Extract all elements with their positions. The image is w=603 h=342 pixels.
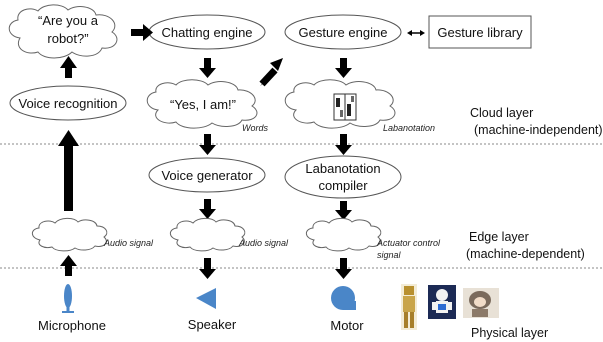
- microphone-icon: [62, 284, 74, 313]
- speaker-audio-signal-annotation: Audio signal: [238, 238, 289, 248]
- mic-audio-signal-annotation: Audio signal: [103, 238, 154, 248]
- chat-to-answer-arrow: [199, 58, 216, 78]
- robot-photo-2: [428, 285, 456, 319]
- words-annotation: Words: [242, 123, 269, 133]
- actuator-annotation-line2: signal: [377, 250, 402, 260]
- physical-layer-label: Physical layer: [471, 326, 548, 340]
- gesture-library-node: Gesture library: [428, 15, 532, 49]
- engine-library-double-arrow: [407, 30, 425, 36]
- labanotation-compiler-node: Labanotation compiler: [284, 155, 402, 199]
- voice-recognition-node: Voice recognition: [9, 85, 127, 121]
- labanotation-annotation: Labanotation: [383, 123, 435, 133]
- speaker-audio-cloud: [169, 217, 246, 252]
- answer-cloud: “Yes, I am!”: [146, 79, 258, 129]
- labanotation-cloud: [284, 79, 396, 129]
- robot-photo-1: [401, 284, 417, 330]
- speaker-icon: [196, 288, 216, 309]
- edge-layer-title: Edge layer: [469, 230, 529, 244]
- motor-icon: [331, 286, 356, 310]
- robot-photo-3: [463, 288, 499, 318]
- microphone-label: Microphone: [38, 318, 106, 333]
- question-text-line2: robot?”: [47, 31, 88, 46]
- labanotation-score-icon: [333, 93, 357, 121]
- gesture-library-label: Gesture library: [437, 25, 523, 40]
- voicegen-to-audio-arrow: [199, 199, 216, 219]
- actuator-cloud: [305, 217, 382, 252]
- labanotation-compiler-label-line1: Labanotation: [305, 161, 380, 176]
- voice-generator-label: Voice generator: [161, 168, 253, 183]
- chatting-engine-node: Chatting engine: [148, 14, 266, 50]
- recognition-to-question-arrow: [60, 56, 77, 78]
- cloud-layer-subtitle: (machine-independent): [474, 123, 603, 137]
- question-cloud: “Are you a robot?”: [8, 4, 118, 59]
- robot-photo-icons: [401, 284, 499, 330]
- voice-generator-node: Voice generator: [148, 157, 266, 193]
- actuator-to-motor-arrow: [335, 258, 352, 279]
- edge-layer-subtitle: (machine-dependent): [466, 247, 585, 261]
- gesture-engine-label: Gesture engine: [299, 25, 388, 40]
- motor-label: Motor: [330, 318, 364, 333]
- answer-to-voicegen-arrow: [199, 134, 216, 155]
- compiler-to-actuator-arrow: [335, 201, 352, 220]
- actuator-annotation-line1: Actuator control: [376, 238, 441, 248]
- gesture-to-laban-arrow: [335, 58, 352, 78]
- answer-text: “Yes, I am!”: [170, 97, 236, 112]
- audio-to-recognition-arrow: [58, 130, 79, 211]
- chatting-engine-label: Chatting engine: [161, 25, 252, 40]
- mic-audio-cloud: [31, 217, 108, 252]
- laban-to-compiler-arrow: [335, 134, 352, 155]
- gesture-engine-node: Gesture engine: [284, 14, 402, 50]
- mic-to-audio-arrow: [60, 255, 77, 276]
- question-to-chat-arrow: [131, 24, 153, 41]
- answer-to-gesture-arrow: [259, 58, 283, 87]
- cloud-layer-title: Cloud layer: [470, 106, 533, 120]
- question-text-line1: “Are you a: [38, 13, 99, 28]
- audio-to-speaker-arrow: [199, 258, 216, 279]
- labanotation-compiler-label-line2: compiler: [318, 178, 368, 193]
- speaker-label: Speaker: [188, 317, 237, 332]
- voice-recognition-label: Voice recognition: [18, 96, 117, 111]
